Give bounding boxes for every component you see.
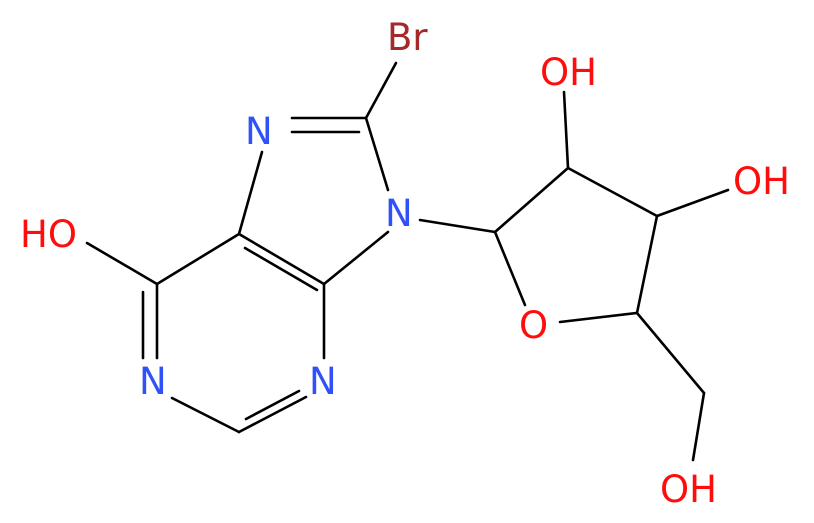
- ring-oxygen-label: O: [519, 304, 548, 347]
- bond-c1p-c2p: [493, 166, 570, 234]
- bond-c4p-c5p: [635, 311, 706, 395]
- bond-c4-n9: [322, 230, 390, 286]
- bond-n9-c1p: [418, 218, 497, 234]
- bond-c3p-oh: [655, 188, 730, 218]
- nitrogen-n9-label: N: [385, 192, 413, 235]
- nitrogen-n1-label: N: [139, 360, 167, 403]
- nitrogen-n3-label: N: [309, 360, 337, 403]
- bond-c8-n9: [364, 116, 390, 192]
- bond-c8-br: [364, 61, 398, 120]
- hydroxyl-c3p-label: OH: [733, 160, 790, 203]
- bond-n7-c5: [237, 150, 264, 236]
- bond-c3p-c4p: [635, 214, 659, 315]
- nitrogen-n7-label: N: [245, 110, 273, 153]
- bond-c5-c4: [237, 232, 326, 286]
- hydroxyl-c5p-label: OH: [660, 468, 717, 511]
- bond-c2-n3: [237, 395, 308, 434]
- bond-c5-c6: [155, 232, 241, 286]
- atom-labels: Br N N HO N N OH OH O OH: [20, 16, 790, 511]
- bond-c2p-c3p: [566, 166, 659, 218]
- hydroxyl-c2p-label: OH: [540, 51, 597, 94]
- bond-o4p-c1p: [493, 230, 527, 307]
- bond-c6-oh: [85, 241, 159, 286]
- bond-c4p-o4p: [558, 311, 639, 324]
- bond-c5p-oh: [691, 391, 706, 462]
- bond-c2-n3-double: [244, 389, 301, 421]
- bromine-label: Br: [387, 16, 428, 59]
- bond-c2p-oh: [562, 90, 570, 170]
- bond-c5-c4-double: [243, 246, 319, 292]
- hydroxyl-c6-label: HO: [20, 213, 77, 256]
- bonds: [85, 61, 730, 462]
- bond-n1-c2: [170, 396, 241, 434]
